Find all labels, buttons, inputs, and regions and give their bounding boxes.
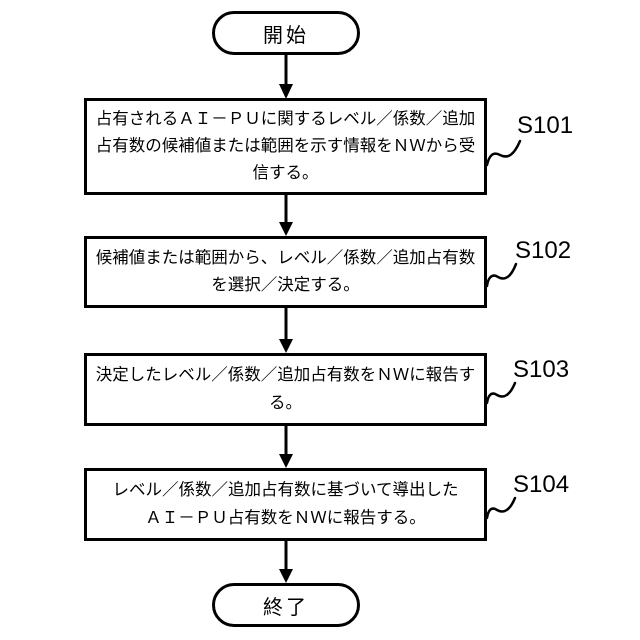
step-label-s102: S102 <box>515 237 572 264</box>
process-box-s103: 決定したレベル／係数／追加占有数をＮＷに報告す る。 <box>84 353 487 426</box>
arrowhead-icon <box>279 339 293 353</box>
arrowhead-icon <box>279 222 293 236</box>
process-text-line: レベル／係数／追加占有数に基づいて導出した <box>112 481 459 500</box>
step-label-s103: S103 <box>513 356 570 383</box>
arrowhead-icon <box>279 84 293 99</box>
process-text-line: 占有されるＡＩ－ＰＵに関するレベル／係数／追加 <box>95 109 476 128</box>
process-text-line: る。 <box>269 393 302 412</box>
process-text-line: 決定したレベル／係数／追加占有数をＮＷに報告す <box>95 366 476 385</box>
process-text-line: 候補値または範囲から、レベル／係数／追加占有数 <box>95 248 476 267</box>
step-label-s104: S104 <box>513 471 570 498</box>
step-label-s101: S101 <box>517 112 574 139</box>
process-text-line: ＡＩ－ＰＵ占有数をＮＷに報告する。 <box>145 508 426 527</box>
process-text-line: 占有数の候補値または範囲を示す情報をＮＷから受 <box>95 136 476 155</box>
end-terminal: 終了 <box>212 583 360 627</box>
process-text-line: 信する。 <box>252 164 319 183</box>
leader-line-s102 <box>485 262 518 288</box>
end-terminal-label: 終了 <box>263 596 309 619</box>
process-box-s104: レベル／係数／追加占有数に基づいて導出した ＡＩ－ＰＵ占有数をＮＷに報告する。 <box>84 468 487 541</box>
leader-line-s103 <box>485 381 517 405</box>
start-terminal-label: 開始 <box>263 24 309 47</box>
leader-line-s101 <box>485 139 522 167</box>
process-box-s101: 占有されるＡＩ－ＰＵに関するレベル／係数／追加 占有数の候補値または範囲を示す情… <box>84 98 487 195</box>
leader-line-s104 <box>485 496 517 520</box>
process-text-line: を選択／決定する。 <box>211 276 360 294</box>
process-box-s102: 候補値または範囲から、レベル／係数／追加占有数 を選択／決定する。 <box>84 236 487 308</box>
arrowhead-icon <box>279 454 293 468</box>
arrowhead-icon <box>279 569 293 583</box>
start-terminal: 開始 <box>212 11 360 55</box>
